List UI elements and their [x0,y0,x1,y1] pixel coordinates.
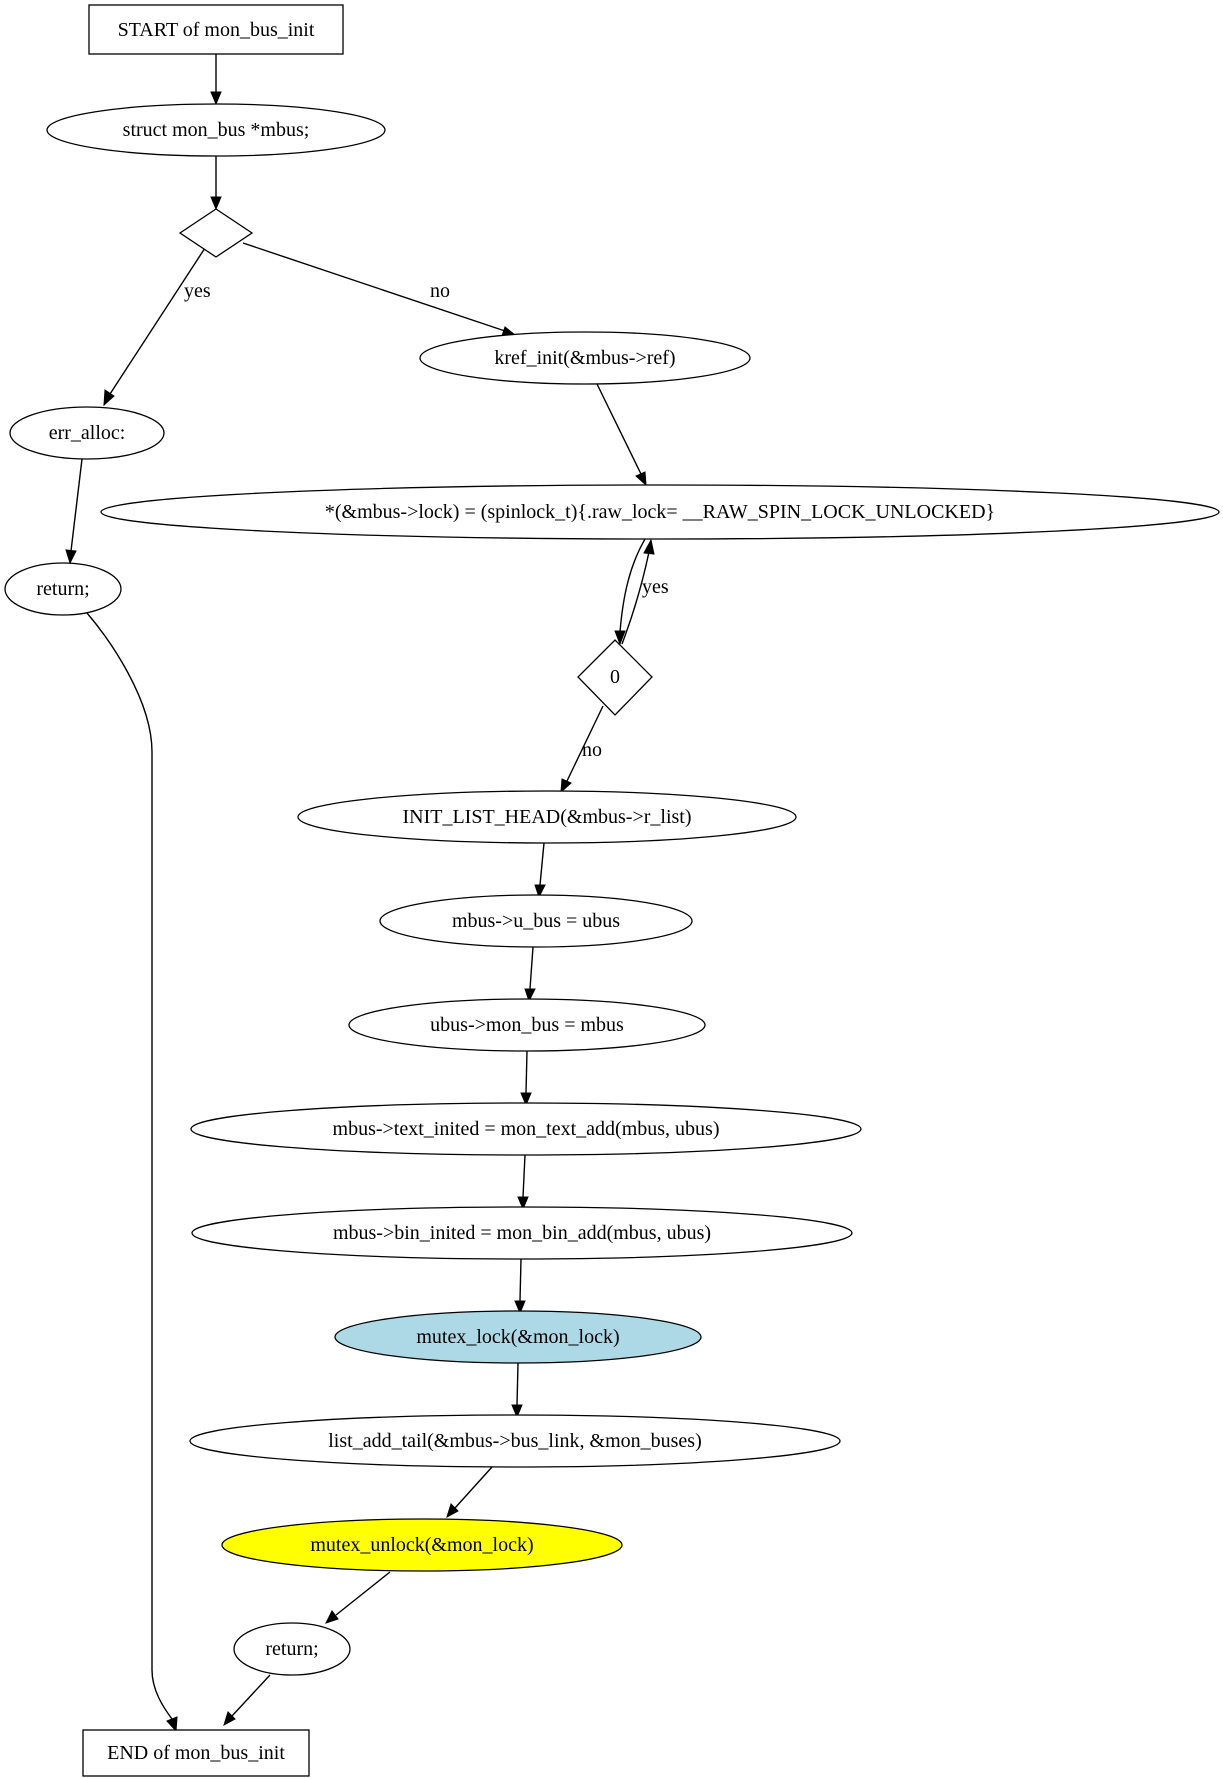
edge-unlock-return [335,1571,391,1616]
init-list-head-node: INIT_LIST_HEAD(&mbus->r_list) [297,790,797,844]
arrowhead [511,1404,523,1419]
arrowhead [514,1300,526,1315]
arrowhead [534,884,546,899]
edge-loop-spin [621,551,650,645]
return-ok-node: return; [233,1622,351,1676]
arrowhead [517,1196,529,1211]
end-node-label: END of mon_bus_init [107,1742,285,1764]
arrowhead [643,538,655,555]
arrowhead [635,471,647,487]
text-inited-node: mbus->text_inited = mon_text_add(mbus, u… [190,1102,862,1156]
spinlock-init-node: *(&mbus->lock) = (spinlock_t){.raw_lock=… [100,484,1220,540]
edge-list-unlock [454,1466,493,1509]
edge-return-end-ok [231,1674,271,1717]
u-bus-assign-label: mbus->u_bus = ubus [452,910,620,932]
start-node: START of mon_bus_init [88,4,344,55]
edge-return-end [86,612,173,1720]
start-node-label: START of mon_bus_init [118,19,315,41]
nodes: START of mon_bus_init struct mon_bus *mb… [4,4,1220,1777]
err-alloc-node: err_alloc: [9,406,165,460]
kref-init-node: kref_init(&mbus->ref) [419,331,751,385]
edge-spin-loop [619,538,646,633]
declaration-node-label: struct mon_bus *mbus; [123,119,310,141]
loop-decision-node: 0 [577,639,653,716]
text-inited-label: mbus->text_inited = mon_text_add(mbus, u… [333,1118,720,1140]
arrowhead [325,1610,339,1624]
loop-decision-label: 0 [610,666,620,688]
spinlock-init-label: *(&mbus->lock) = (spinlock_t){.raw_lock=… [325,501,995,523]
edge-label-alloc-no: no [430,280,450,302]
return-error-node: return; [4,562,122,616]
arrowhead [223,1711,236,1727]
mutex-lock-label: mutex_lock(&mon_lock) [416,1326,619,1348]
edge-lock-list [516,1362,519,1406]
edge-label-loop-yes: yes [642,576,669,598]
edge-bin-lock [519,1258,522,1302]
mutex-unlock-shape [221,1518,623,1572]
arrowhead [614,630,626,646]
edge-label-loop-no: no [582,739,602,761]
bin-inited-label: mbus->bin_inited = mon_bin_add(mbus, ubu… [333,1222,711,1244]
list-add-tail-label: list_add_tail(&mbus->bus_link, &mon_buse… [328,1430,702,1452]
edges [65,54,655,1733]
err-alloc-label: err_alloc: [49,422,126,444]
edge-monbus-text [525,1050,528,1094]
mon-bus-assign-label: ubus->mon_bus = mbus [430,1014,624,1036]
end-node: END of mon_bus_init [82,1729,310,1777]
arrowhead [524,988,536,1003]
edge-text-bin [522,1154,526,1198]
return-error-label: return; [36,578,89,600]
arrowhead [65,549,77,565]
arrowhead [166,1716,178,1733]
list-add-tail-node: list_add_tail(&mbus->bus_link, &mon_buse… [189,1414,841,1468]
init-list-head-label: INIT_LIST_HEAD(&mbus->r_list) [402,806,691,828]
declaration-node: struct mon_bus *mbus; [46,103,386,157]
bin-inited-node: mbus->bin_inited = mon_bin_add(mbus, ubu… [191,1206,853,1260]
mutex-unlock-node: mutex_unlock(&mon_lock) [221,1518,623,1572]
edge-labels: yes no yes no [184,280,669,761]
arrowhead [560,778,572,794]
edge-kref-spin [596,383,642,475]
u-bus-assign-node: mbus->u_bus = ubus [379,894,693,948]
arrowhead [210,91,222,106]
kref-init-label: kref_init(&mbus->ref) [494,347,675,369]
mon-bus-assign-node: ubus->mon_bus = mbus [348,998,706,1052]
alloc-decision-node [178,208,254,258]
edge-ubus-monbus [529,946,534,990]
edge-init-ubus [539,842,545,886]
arrowhead [446,1503,459,1519]
mutex-lock-shape [334,1310,702,1364]
arrowhead [103,389,115,407]
arrowhead [520,1092,532,1107]
edge-err-return [70,458,83,552]
arrowhead [210,196,222,211]
edge-label-alloc-yes: yes [184,280,211,302]
return-ok-label: return; [265,1638,318,1660]
edge-loop-init [566,705,604,782]
mutex-unlock-label: mutex_unlock(&mon_lock) [310,1534,533,1556]
edge-cond-kref [242,242,506,332]
mutex-lock-node: mutex_lock(&mon_lock) [334,1310,702,1364]
edge-cond-err [109,247,206,395]
